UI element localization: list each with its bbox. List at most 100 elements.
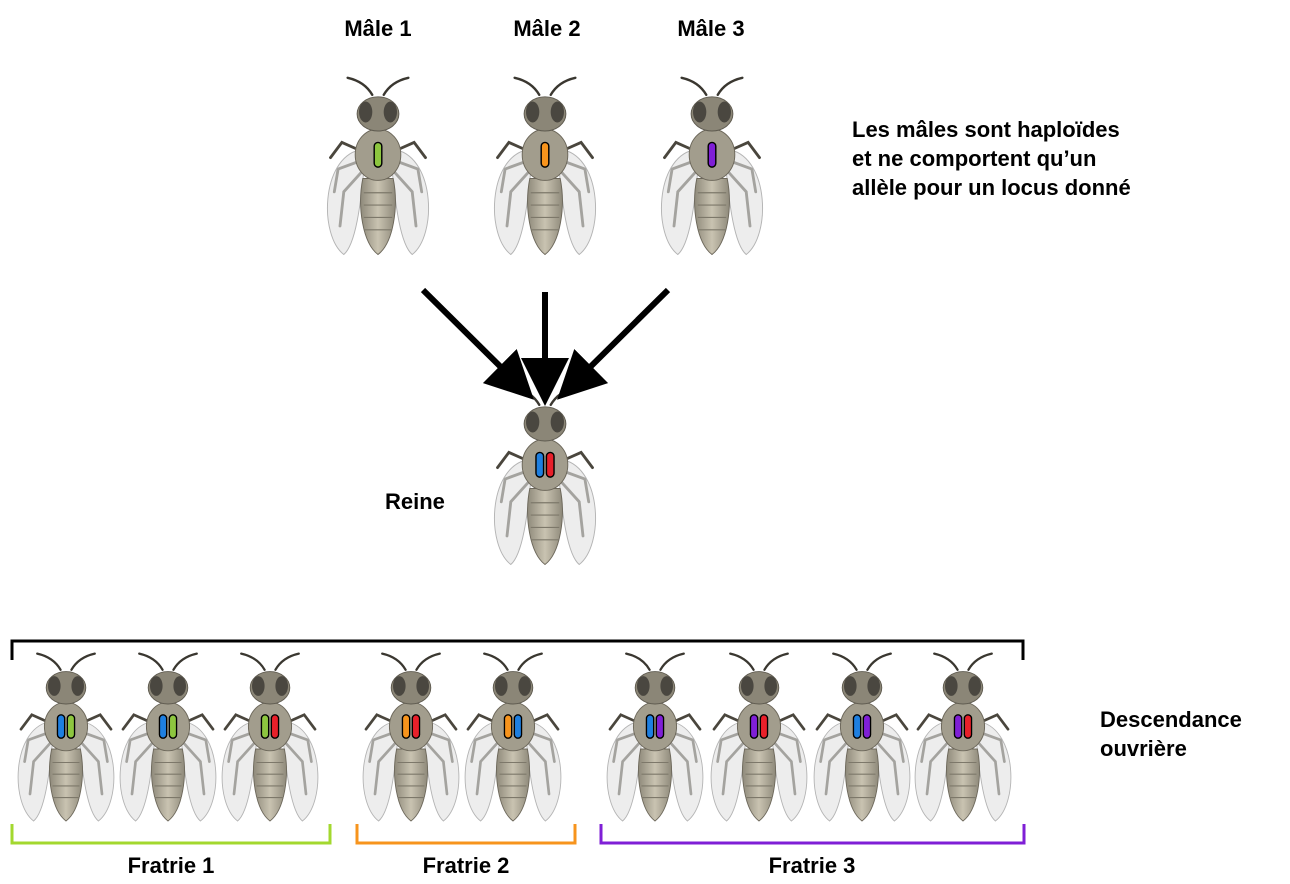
bee-antenna <box>626 654 649 670</box>
worker-bee <box>607 654 703 821</box>
offspring-bracket <box>12 641 1023 660</box>
bee-eye <box>945 676 958 696</box>
bee-abdomen <box>254 749 287 821</box>
fratrie-2-label: Fratrie 2 <box>366 853 566 879</box>
bee-antennae <box>833 654 891 670</box>
fratrie-3-label: Fratrie 3 <box>712 853 912 879</box>
bee-eye <box>275 676 288 696</box>
bee-eye <box>384 102 397 123</box>
bee-antenna <box>764 654 787 670</box>
bee-antenna <box>348 78 373 95</box>
queen-bee <box>494 388 595 565</box>
bee-abdomen <box>395 749 428 821</box>
bee-antennae <box>241 654 299 670</box>
bee-thorax <box>840 702 883 751</box>
bee-abdomen <box>361 179 396 255</box>
bee-antenna <box>518 654 541 670</box>
male-bee-2 <box>494 78 595 255</box>
bee-antenna <box>968 654 991 670</box>
worker-bee <box>814 654 910 821</box>
allele-bar <box>863 715 870 738</box>
bee-antenna <box>934 654 957 670</box>
bee-thorax <box>737 702 780 751</box>
bee-eye <box>173 676 186 696</box>
bee-eye <box>495 676 508 696</box>
bee-antenna <box>139 654 162 670</box>
bee-thorax <box>389 702 432 751</box>
bee-abdomen <box>50 749 83 821</box>
bee-eye <box>968 676 981 696</box>
bee-antenna <box>515 388 540 405</box>
allele-bar <box>954 715 961 738</box>
bee-antenna <box>515 78 540 95</box>
bee-antenna <box>660 654 683 670</box>
bee-thorax <box>248 702 291 751</box>
bee-antenna <box>484 654 507 670</box>
offspring-label: Descendance ouvrière <box>1100 705 1242 763</box>
bee-eye <box>526 412 539 433</box>
allele-bar <box>750 715 757 738</box>
allele-bar <box>646 715 653 738</box>
bee-antenna <box>833 654 856 670</box>
bee-eye <box>764 676 777 696</box>
allele-bar <box>964 715 971 738</box>
worker-bee <box>915 654 1011 821</box>
bee-antennae <box>382 654 440 670</box>
allele-bar <box>271 715 278 738</box>
allele-bar <box>514 715 521 738</box>
bee-eye <box>660 676 673 696</box>
bee-antenna <box>384 78 409 95</box>
bee-eye <box>693 102 706 123</box>
allele-bar <box>504 715 511 738</box>
bee-abdomen <box>743 749 776 821</box>
allele-bar <box>412 715 419 738</box>
bee-abdomen <box>497 749 530 821</box>
allele-bar <box>708 142 716 167</box>
bee-antenna <box>416 654 439 670</box>
fratrie-1-label: Fratrie 1 <box>71 853 271 879</box>
male-bee-3 <box>661 78 762 255</box>
fratrie-2-bracket <box>357 824 575 843</box>
allele-bar <box>374 142 382 167</box>
bee-abdomen <box>695 179 730 255</box>
bee-antennae <box>934 654 992 670</box>
bee-antennae <box>730 654 788 670</box>
fratrie-3-bracket <box>601 824 1024 843</box>
worker-bee <box>363 654 459 821</box>
male-3-label: Mâle 3 <box>651 16 771 42</box>
bee-antennae <box>37 654 95 670</box>
bee-antenna <box>551 78 576 95</box>
bee-eye <box>150 676 163 696</box>
bee-eye <box>637 676 650 696</box>
worker-bee <box>18 654 114 821</box>
bee-antenna <box>37 654 60 670</box>
bee-antennae <box>139 654 197 670</box>
bee-eye <box>741 676 754 696</box>
allele-bar <box>656 715 663 738</box>
bee-antennae <box>682 78 743 95</box>
queen-label: Reine <box>385 489 445 515</box>
fratrie-brackets <box>12 824 1024 843</box>
bee-abdomen <box>528 489 563 565</box>
allele-bar <box>853 715 860 738</box>
bee-antenna <box>682 78 707 95</box>
bee-abdomen <box>639 749 672 821</box>
bee-eye <box>416 676 429 696</box>
bee-antennae <box>484 654 542 670</box>
arrow-male3-to-queen <box>572 290 668 385</box>
bee-abdomen <box>846 749 879 821</box>
bee-antennae <box>515 388 576 405</box>
bee-eye <box>844 676 857 696</box>
bee-eye <box>551 102 564 123</box>
bee-antennae <box>515 78 576 95</box>
bee-eye <box>393 676 406 696</box>
bee-antenna <box>241 654 264 670</box>
male-haploid-note: Les mâles sont haploïdes et ne comporten… <box>852 115 1131 202</box>
bee-thorax <box>44 702 87 751</box>
male-bee-1 <box>327 78 428 255</box>
allele-bar <box>67 715 74 738</box>
fratrie-1-bracket <box>12 824 330 843</box>
bee-thorax <box>633 702 676 751</box>
bee-eye <box>71 676 84 696</box>
bee-antennae <box>348 78 409 95</box>
